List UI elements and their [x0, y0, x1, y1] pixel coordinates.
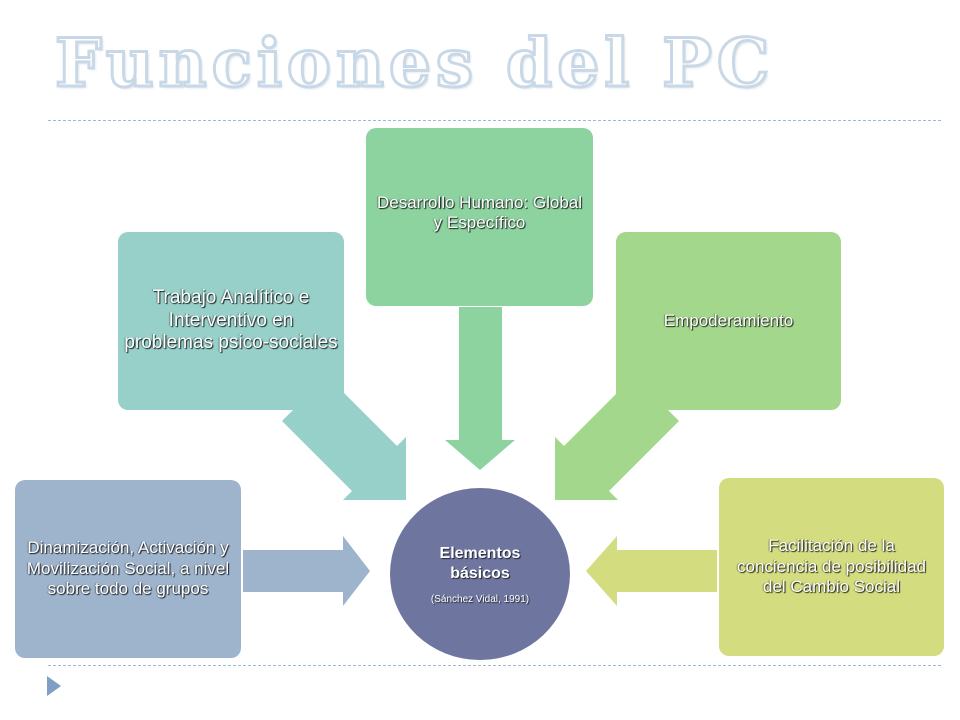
- node-facilitacion: Facilitación de la conciencia de posibil…: [719, 478, 944, 656]
- node-dinamizacion-label: Dinamización, Activación y Movilización …: [26, 538, 230, 599]
- node-empoderamiento: Empoderamiento: [616, 232, 841, 410]
- title-divider: [48, 120, 941, 121]
- node-empoderamiento-label: Empoderamiento: [663, 310, 794, 330]
- node-trabajo-analitico-label: Trabajo Analítico e Interventivo en prob…: [124, 286, 338, 354]
- node-trabajo-analitico: Trabajo Analítico e Interventivo en prob…: [118, 232, 344, 410]
- node-facilitacion-label: Facilitación de la conciencia de posibil…: [736, 536, 927, 597]
- center-node: Elementos básicos (Sánchez Vidal, 1991): [390, 488, 570, 660]
- center-title: Elementos básicos: [439, 544, 521, 582]
- arrow-from-desarrollo-humano: [445, 307, 515, 470]
- slide-title: Funciones del PC: [53, 24, 775, 102]
- node-desarrollo-humano: Desarrollo Humano: Global y Específico: [366, 128, 593, 306]
- node-dinamizacion: Dinamización, Activación y Movilización …: [15, 480, 241, 658]
- bullet-triangle-icon: [47, 676, 61, 696]
- arrow-from-facilitacion: [586, 536, 717, 606]
- node-desarrollo-humano-label: Desarrollo Humano: Global y Específico: [376, 193, 583, 233]
- arrow-from-dinamizacion: [243, 536, 370, 606]
- center-citation: (Sánchez Vidal, 1991): [430, 593, 530, 605]
- footer-divider: [48, 665, 941, 666]
